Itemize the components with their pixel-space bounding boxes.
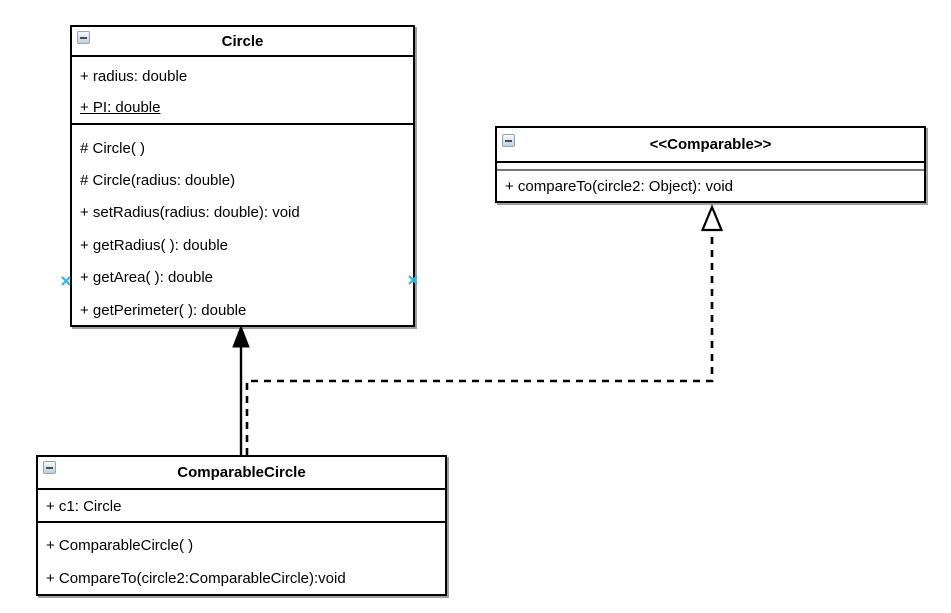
method-row: + getRadius( ): double: [72, 229, 413, 261]
attribute-row: + c1: Circle: [38, 490, 445, 521]
attributes-compartment: + c1: Circle: [38, 490, 445, 523]
method-text: + compareTo(circle2: Object): void: [505, 178, 734, 195]
method-text: # Circle( ): [80, 139, 146, 157]
method-row: # Circle(radius: double): [72, 164, 413, 196]
connection-point-icon[interactable]: [61, 276, 71, 286]
minus-icon: [505, 139, 512, 142]
collapse-button[interactable]: [77, 31, 90, 44]
method-row: + getPerimeter( ): double: [72, 294, 413, 325]
class-title: <<Comparable>>: [649, 136, 772, 153]
class-box-circle[interactable]: Circle + radius: double + PI: double # C…: [70, 25, 415, 327]
minus-icon: [46, 466, 53, 469]
method-row: + compareTo(circle2: Object): void: [497, 171, 924, 201]
class-box-comparable[interactable]: <<Comparable>> + compareTo(circle2: Obje…: [495, 126, 926, 203]
method-text: + getRadius( ): double: [80, 236, 229, 254]
class-header-comparablecircle: ComparableCircle: [38, 457, 445, 490]
methods-compartment: + ComparableCircle( ) + CompareTo(circle…: [38, 523, 445, 594]
filled-arrowhead-icon: [232, 324, 250, 348]
method-row: + getArea( ): double: [72, 262, 413, 294]
method-row: + setRadius(radius: double): void: [72, 197, 413, 229]
method-text: + getArea( ): double: [80, 269, 214, 287]
class-header-circle: Circle: [72, 27, 413, 57]
attribute-row: + radius: double: [72, 61, 413, 92]
collapse-button[interactable]: [502, 134, 515, 147]
attributes-compartment: + radius: double + PI: double: [72, 57, 413, 125]
attribute-row: + PI: double: [72, 92, 413, 123]
class-title: Circle: [221, 32, 264, 50]
method-text: + ComparableCircle( ): [46, 537, 194, 554]
methods-compartment: # Circle( ) # Circle(radius: double) + s…: [72, 125, 413, 325]
method-row: # Circle( ): [72, 132, 413, 164]
hollow-arrowhead-icon: [700, 204, 724, 232]
attributes-compartment-empty: [497, 163, 924, 171]
minus-icon: [80, 36, 87, 39]
method-text: + setRadius(radius: double): void: [80, 204, 300, 222]
class-box-comparablecircle[interactable]: ComparableCircle + c1: Circle + Comparab…: [36, 455, 447, 596]
method-text: # Circle(radius: double): [80, 172, 236, 190]
generalization-connector[interactable]: [232, 324, 250, 455]
class-header-comparable: <<Comparable>>: [497, 128, 924, 163]
attribute-text: + radius: double: [80, 68, 188, 85]
method-row: + CompareTo(circle2:ComparableCircle):vo…: [38, 562, 445, 594]
attribute-text: + PI: double: [80, 99, 161, 116]
method-text: + CompareTo(circle2:ComparableCircle):vo…: [46, 570, 346, 587]
methods-compartment: + compareTo(circle2: Object): void: [497, 171, 924, 201]
collapse-button[interactable]: [43, 461, 56, 474]
attribute-text: + c1: Circle: [46, 498, 122, 515]
method-row: + ComparableCircle( ): [38, 529, 445, 562]
method-text: + getPerimeter( ): double: [80, 301, 247, 319]
class-title: ComparableCircle: [177, 464, 306, 481]
